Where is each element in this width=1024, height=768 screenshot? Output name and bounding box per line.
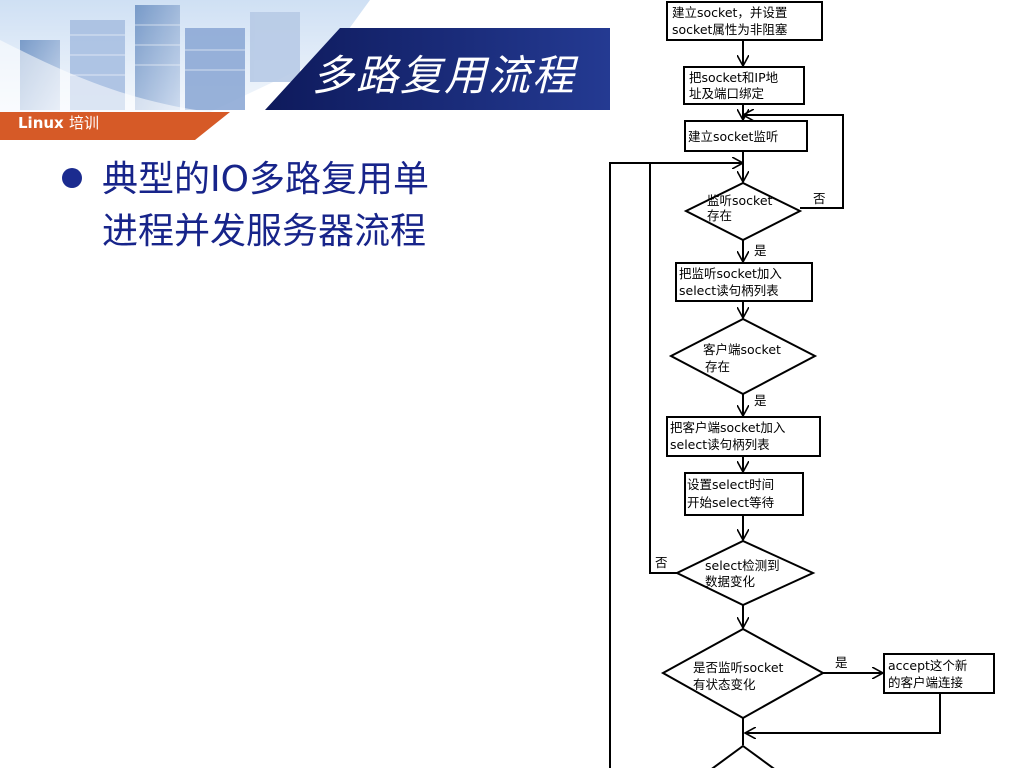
arrow-decision-listen-no (743, 115, 844, 209)
add-client-line1: 把客户端socket加入 (670, 420, 786, 435)
decision-select-line2: 数据变化 (705, 574, 756, 589)
accept-line1: accept这个新 (888, 658, 967, 673)
label-no-select: 否 (655, 555, 668, 570)
bullet-text: 典型的IO多路复用单 进程并发服务器流程 (102, 154, 482, 258)
decision-state (660, 627, 826, 720)
box-add-listen (675, 262, 813, 302)
accept-line2: 的客户端连接 (888, 675, 964, 690)
listen-line1: 建立socket监听 (688, 129, 778, 144)
label-yes-listen: 是 (754, 243, 767, 258)
slide-title: 多路复用流程 (312, 51, 577, 100)
course-label-zh: 培训 (68, 114, 99, 132)
course-label-en: Linux (18, 114, 64, 132)
label-yes-client: 是 (754, 393, 767, 408)
decision-state-line2: 有状态变化 (693, 677, 756, 692)
create-socket-line1: 建立socket，并设置 (672, 5, 787, 20)
decision-bottom-partial (711, 744, 775, 768)
decision-listen-line1: 监听socket (707, 193, 773, 208)
label-no-listen: 否 (813, 191, 826, 206)
add-client-line2: select读句柄列表 (670, 437, 770, 452)
arrow-select-no (649, 163, 743, 574)
bind-line1: 把socket和IP地 (689, 70, 779, 85)
decision-select (674, 539, 816, 607)
add-listen-line1: 把监听socket加入 (679, 266, 782, 281)
decision-state-line1: 是否监听socket (693, 660, 784, 675)
decision-listen-line2: 存在 (707, 208, 732, 223)
create-socket-line2: socket属性为非阻塞 (672, 22, 788, 37)
box-listen (684, 120, 808, 152)
flowchart: 建立socket，并设置 socket属性为非阻塞 把socket和IP地 址及… (609, 1, 995, 768)
box-bind (683, 66, 805, 105)
decision-client-socket (668, 317, 818, 396)
course-label: Linux 培训 (18, 112, 99, 133)
box-set-time (684, 472, 804, 516)
decision-client-line2: 存在 (705, 359, 730, 374)
label-yes-state: 是 (835, 655, 848, 670)
bullet-text-line1: 典型的IO多路复用单 (102, 159, 429, 200)
set-time-line1: 设置select时间 (687, 477, 774, 492)
set-time-line2: 开始select等待 (687, 495, 775, 510)
header-banner (0, 0, 610, 140)
arrow-outer-loop (609, 162, 650, 768)
box-accept (883, 653, 995, 694)
box-add-client (666, 416, 821, 457)
bullet-dot-icon (62, 168, 82, 188)
decision-listen-socket (683, 181, 803, 242)
add-listen-line2: select读句柄列表 (679, 283, 779, 298)
arrow-accept-return (745, 693, 941, 733)
bullet-text-line2: 进程并发服务器流程 (102, 211, 427, 252)
bind-line2: 址及端口绑定 (689, 86, 764, 101)
decision-client-line1: 客户端socket (703, 342, 781, 357)
decision-select-line1: select检测到 (705, 558, 780, 573)
box-create-socket (666, 1, 823, 41)
